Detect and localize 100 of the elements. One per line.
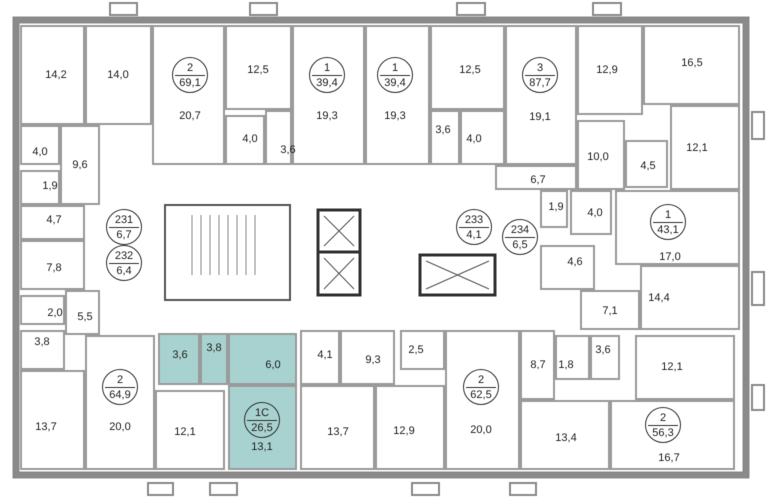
room-outline xyxy=(200,333,228,385)
apartment-badge xyxy=(650,204,686,240)
room-outline xyxy=(610,400,735,470)
area-label: 13,4 xyxy=(555,432,577,444)
area-label: 4,0 xyxy=(32,146,48,158)
room-outline xyxy=(635,335,735,400)
area-label: 4,0 xyxy=(466,133,482,145)
apartment-badge xyxy=(244,402,280,438)
area-label: 7,1 xyxy=(602,305,618,317)
room-outline xyxy=(520,400,610,470)
room-outline xyxy=(20,205,85,240)
room-outline xyxy=(670,105,740,190)
apartment-badge xyxy=(309,57,345,93)
area-label: 3,6 xyxy=(435,124,451,136)
room-outline xyxy=(225,115,265,165)
room-outline xyxy=(300,385,375,470)
room-outline xyxy=(228,333,297,385)
area-label: 17,0 xyxy=(659,251,681,263)
area-label: 4,6 xyxy=(567,256,583,268)
area-label: 4,5 xyxy=(640,160,656,172)
area-label: 12,1 xyxy=(661,361,683,373)
area-label: 4,1 xyxy=(317,349,333,361)
area-label: 4,0 xyxy=(242,133,258,145)
room-outline xyxy=(460,110,505,165)
room-outline xyxy=(520,330,555,400)
area-label: 6,7 xyxy=(530,174,546,186)
apartment-area: 64,9 xyxy=(109,389,131,401)
storage-number: 233 xyxy=(464,214,484,226)
area-label: 19,3 xyxy=(316,110,338,122)
area-label: 16,7 xyxy=(658,452,680,464)
room-outline xyxy=(85,25,152,125)
room-outline xyxy=(340,330,395,385)
room-count: 3 xyxy=(536,62,544,74)
apartment-area: 26,5 xyxy=(251,422,273,434)
area-label: 1,9 xyxy=(548,201,564,213)
room-outline xyxy=(505,25,577,165)
storage-badge xyxy=(106,245,142,281)
area-label: 16,5 xyxy=(681,57,703,69)
area-label: 2,0 xyxy=(47,307,63,319)
storage-area: 4,1 xyxy=(466,229,482,241)
room-outline xyxy=(65,290,100,335)
room-count: 2 xyxy=(478,374,484,386)
room-outline xyxy=(643,25,740,105)
area-label: 1,8 xyxy=(558,359,574,371)
apartment-area: 43,1 xyxy=(657,224,679,236)
area-label: 9,6 xyxy=(72,159,88,171)
area-label: 14,2 xyxy=(45,69,67,81)
room-outline xyxy=(228,385,297,470)
area-label: 12,1 xyxy=(174,426,196,438)
apartment-area: 56,3 xyxy=(652,427,674,439)
area-label: 5,5 xyxy=(77,311,93,323)
area-label: 4,0 xyxy=(587,207,603,219)
area-label: 20,7 xyxy=(179,110,201,122)
storage-badge xyxy=(502,219,538,255)
area-label: 12,5 xyxy=(247,64,269,76)
area-label: 3,8 xyxy=(206,342,222,354)
room-outline xyxy=(20,330,65,370)
area-label: 14,4 xyxy=(648,292,670,304)
storage-number: 234 xyxy=(510,224,530,236)
room-outline xyxy=(365,25,430,165)
room-outline xyxy=(20,170,60,205)
apartment-badge xyxy=(102,369,138,405)
area-label: 12,1 xyxy=(686,142,708,154)
storage-badge xyxy=(456,209,492,245)
area-label: 1,9 xyxy=(42,180,58,192)
storage-area: 6,4 xyxy=(116,265,132,277)
room-outline xyxy=(225,25,292,110)
apartment-badge xyxy=(463,369,499,405)
room-count: 2 xyxy=(660,412,666,424)
room-outline xyxy=(20,370,85,470)
storage-badge xyxy=(106,209,142,245)
area-label: 19,1 xyxy=(529,111,551,123)
room-outline xyxy=(640,265,740,330)
area-label: 12,9 xyxy=(393,425,415,437)
apartment-area: 39,4 xyxy=(384,77,406,89)
room-outline xyxy=(555,335,590,380)
room-outline xyxy=(20,295,65,325)
storage-number: 232 xyxy=(114,250,134,262)
area-label: 3,6 xyxy=(280,144,296,156)
area-label: 14,0 xyxy=(107,69,129,81)
area-label: 2,5 xyxy=(408,344,424,356)
room-outline xyxy=(400,330,445,370)
area-label: 3,6 xyxy=(172,349,188,361)
room-outline xyxy=(445,330,520,470)
area-label: 4,7 xyxy=(46,214,62,226)
area-label: 10,0 xyxy=(587,151,609,163)
apartment-area: 39,4 xyxy=(316,77,338,89)
apartment-area: 87,7 xyxy=(529,77,551,89)
apartment-badge xyxy=(377,57,413,93)
room-outline xyxy=(20,240,85,290)
room-outline xyxy=(20,25,85,125)
area-label: 12,5 xyxy=(459,64,481,76)
area-label: 3,8 xyxy=(34,336,50,348)
room-count: 1С xyxy=(254,407,270,419)
storage-number: 231 xyxy=(114,214,134,226)
room-outline xyxy=(577,25,643,115)
area-label: 6,0 xyxy=(265,359,281,371)
room-outline xyxy=(570,190,612,235)
room-count: 1 xyxy=(392,62,398,74)
room-outline xyxy=(615,190,740,265)
